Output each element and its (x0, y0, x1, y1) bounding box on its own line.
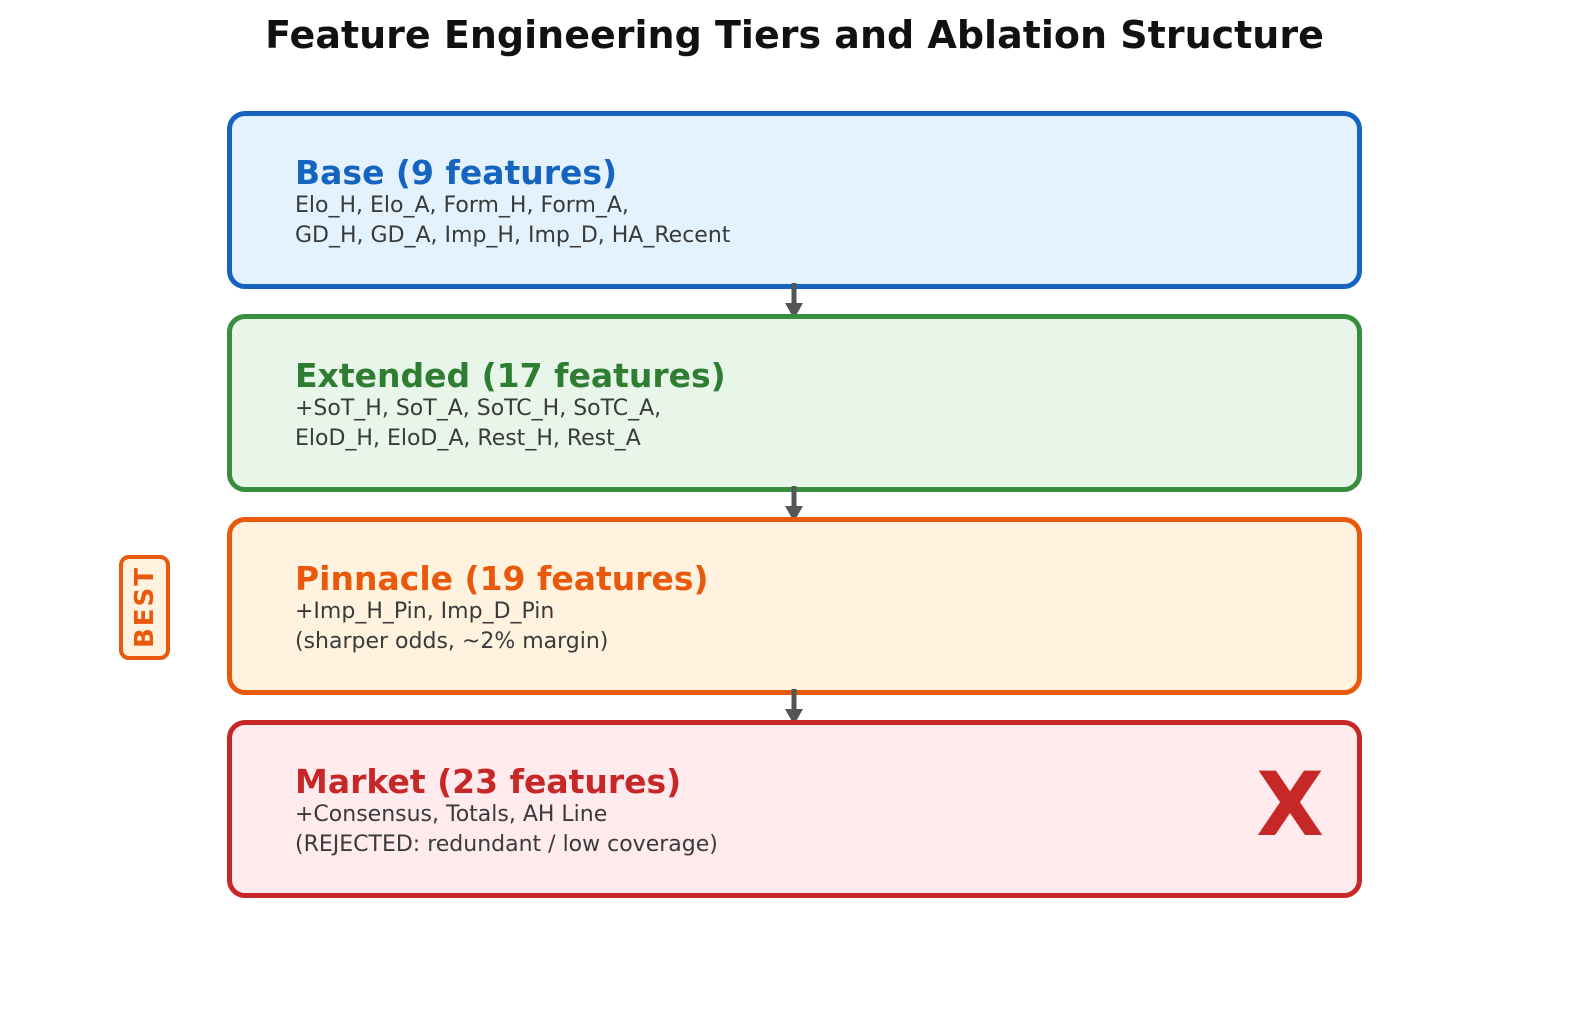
tier-features-line: GD_H, GD_A, Imp_H, Imp_D, HA_Recent (295, 223, 731, 248)
tier-features-line: (REJECTED: redundant / low coverage) (295, 832, 718, 857)
tier-heading-pinnacle: Pinnacle (19 features) (295, 559, 709, 598)
tier-features-line: +Consensus, Totals, AH Line (295, 802, 608, 827)
tier-text-block: Pinnacle (19 features) +Imp_H_Pin, Imp_D… (295, 561, 709, 657)
tier-features-line: Elo_H, Elo_A, Form_H, Form_A, (295, 193, 629, 218)
tier-features-line: +Imp_H_Pin, Imp_D_Pin (295, 599, 555, 624)
tier-features-line: EloD_H, EloD_A, Rest_H, Rest_A (295, 426, 641, 451)
tier-box-extended: Extended (17 features) +SoT_H, SoT_A, So… (227, 314, 1362, 492)
flow-arrow-icon (785, 486, 803, 522)
flow-arrow-icon (785, 283, 803, 319)
tier-box-market: Market (23 features) +Consensus, Totals,… (227, 720, 1362, 898)
tier-features-line: +SoT_H, SoT_A, SoTC_H, SoTC_A, (295, 396, 662, 421)
tier-heading-extended: Extended (17 features) (295, 356, 726, 395)
tier-box-pinnacle: Pinnacle (19 features) +Imp_H_Pin, Imp_D… (227, 517, 1362, 695)
flow-arrow-icon (785, 689, 803, 725)
tier-text-block: Base (9 features) Elo_H, Elo_A, Form_H, … (295, 155, 730, 251)
tier-text-block: Extended (17 features) +SoT_H, SoT_A, So… (295, 358, 726, 454)
best-badge-label: BEST (129, 566, 160, 649)
tier-features-line: (sharper odds, ~2% margin) (295, 629, 609, 654)
rejected-x-mark: X (1256, 753, 1324, 856)
tier-text-block: Market (23 features) +Consensus, Totals,… (295, 764, 718, 860)
diagram-title: Feature Engineering Tiers and Ablation S… (265, 13, 1324, 57)
tier-box-base: Base (9 features) Elo_H, Elo_A, Form_H, … (227, 111, 1362, 289)
tier-heading-market: Market (23 features) (295, 762, 682, 801)
best-badge: BEST (119, 555, 170, 660)
tier-heading-base: Base (9 features) (295, 153, 618, 192)
